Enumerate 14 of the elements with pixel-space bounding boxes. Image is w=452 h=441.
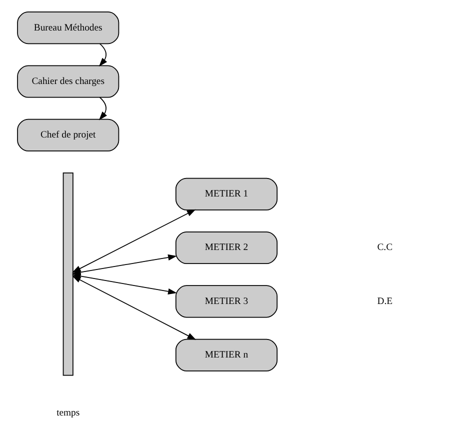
label: C.C	[376, 242, 392, 254]
node-box: Cahier des charges	[16, 65, 119, 98]
label: D.E	[376, 296, 392, 307]
label: temps	[56, 408, 80, 419]
arrow	[72, 276, 196, 340]
node-bar	[62, 172, 73, 376]
node-box: Chef de projet	[16, 118, 119, 152]
node-box: METIER 3	[174, 285, 278, 318]
node-box: METIER n	[174, 338, 278, 372]
arrow	[98, 43, 107, 67]
node-box: Bureau Méthodes	[16, 12, 119, 44]
node-box: METIER 1	[174, 178, 278, 210]
arrow	[98, 96, 107, 120]
node-box: METIER 2	[174, 232, 278, 264]
